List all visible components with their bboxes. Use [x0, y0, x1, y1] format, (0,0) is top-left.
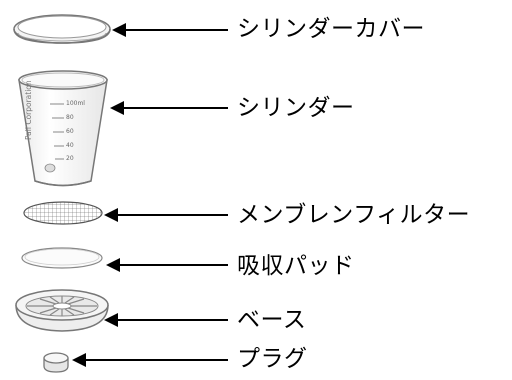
label-cylinder-cover: シリンダーカバー: [237, 16, 425, 42]
absorbent-pad-illustration: [21, 247, 103, 269]
cylinder-cover-illustration: [13, 14, 111, 44]
cylinder-brand-text: Pall Corporation: [24, 80, 33, 140]
graduation-100ml: 100ml: [66, 100, 85, 107]
arrows: [72, 23, 228, 367]
base-illustration: [15, 289, 109, 332]
graduation-20: 20: [66, 155, 74, 162]
label-membrane-filter: メンブレンフィルター: [237, 202, 471, 228]
arrowhead-cylinder-cover: [112, 23, 126, 37]
arrowhead-membrane-filter: [104, 208, 118, 222]
label-cylinder: シリンダー: [237, 95, 355, 121]
arrowhead-plug: [72, 353, 86, 367]
label-absorbent-pad: 吸収パッド: [237, 253, 355, 279]
label-base: ベース: [237, 307, 307, 333]
label-plug: プラグ: [237, 346, 308, 372]
graduation-80: 80: [66, 114, 74, 121]
arrowhead-cylinder: [110, 101, 124, 115]
plug-illustration: [43, 352, 69, 373]
graduation-40: 40: [66, 142, 74, 149]
membrane-filter-illustration: [23, 201, 103, 225]
arrowhead-base: [104, 313, 118, 327]
arrowhead-absorbent-pad: [106, 258, 120, 272]
cylinder-illustration: [18, 70, 108, 187]
graduation-60: 60: [66, 128, 74, 135]
